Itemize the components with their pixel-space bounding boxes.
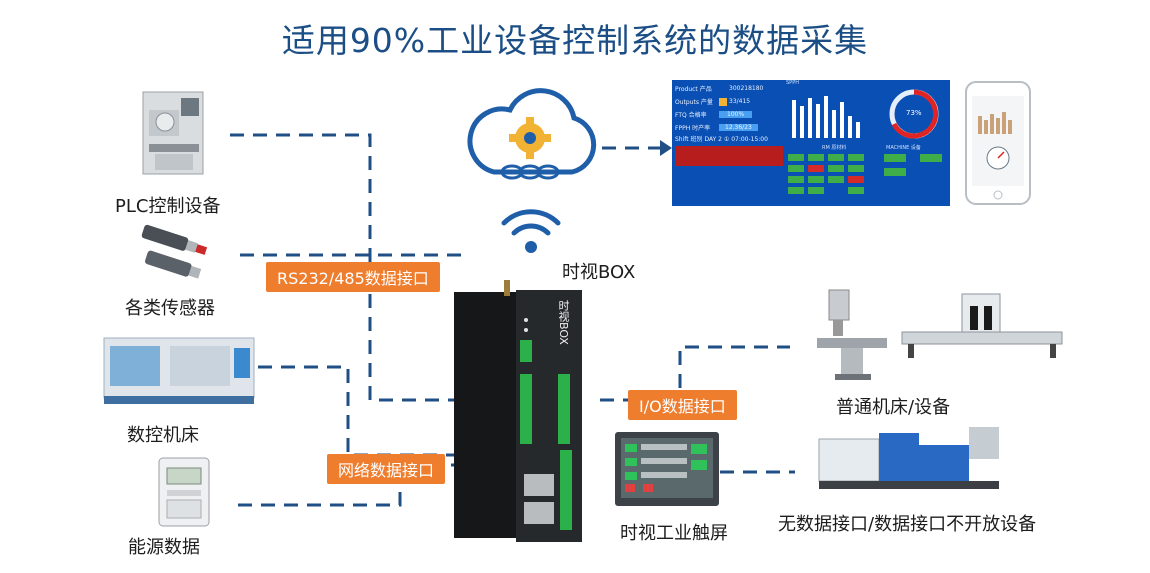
wifi-icon xyxy=(498,205,564,261)
rm-tiles xyxy=(788,154,864,194)
touchscreen-label: 时视工业触屏 xyxy=(620,523,728,544)
dashboard-row-ftq: FTQ 合格率 100% xyxy=(675,108,783,121)
cnc-connection xyxy=(258,365,470,457)
page-title: 适用90%工业设备控制系统的数据采集 xyxy=(281,21,869,60)
energy-label: 能源数据 xyxy=(128,537,200,558)
sensors-label: 各类传感器 xyxy=(125,298,215,319)
io-connection xyxy=(600,345,790,402)
dashboard-panel: Product 产品 300218180 Outputs 产量 33/415 F… xyxy=(672,80,950,206)
plc-label: PLC控制设备 xyxy=(115,196,221,217)
dashboard-shift: Shift 班别 DAY 2 ① 07:00-15:00 xyxy=(675,136,768,143)
gauge-value: 73% xyxy=(906,109,922,117)
machine-tiles xyxy=(884,154,942,176)
mini-bar-chart xyxy=(792,96,860,138)
industrial-touchscreen-device xyxy=(613,430,723,514)
gauge-chart xyxy=(889,89,939,139)
dashboard-row-outputs: Outputs 产量 33/415 xyxy=(675,97,751,106)
spph-header: SPPH xyxy=(786,80,799,86)
io-interface-badge: I/O数据接口 xyxy=(628,390,737,420)
rs-interface-badge: RS232/485数据接口 xyxy=(266,262,440,292)
dashboard-metrics: Product 产品 300218180 Outputs 产量 33/415 F… xyxy=(675,82,783,166)
box-brand-text: 时视BOX xyxy=(557,300,570,345)
energy-meter-icon xyxy=(155,456,215,535)
plc-press-machine-icon xyxy=(135,82,215,186)
dashboard-row-product: Product 产品 300218180 xyxy=(675,85,764,93)
gantry-machine-icon xyxy=(900,290,1065,366)
machine-header: MACHINE 设备 xyxy=(886,145,921,151)
no-interface-label: 无数据接口/数据接口不开放设备 xyxy=(778,514,1037,535)
output-bar xyxy=(719,97,727,106)
mobile-phone-icon xyxy=(964,80,1034,212)
arrow-head xyxy=(660,140,672,156)
injection-molding-machine-icon xyxy=(815,425,1010,499)
box-label: 时视BOX xyxy=(562,262,636,283)
sensors-icon xyxy=(128,222,223,291)
dashboard-row-fpph: FPPH 时产率 12.36/23 xyxy=(675,121,783,134)
shishi-box-device xyxy=(450,280,600,554)
cloud-gear-icon xyxy=(456,80,606,194)
alarm-strip xyxy=(675,146,783,166)
ordinary-machine-label: 普通机床/设备 xyxy=(836,397,951,418)
network-interface-badge: 网络数据接口 xyxy=(327,454,446,484)
cnc-label: 数控机床 xyxy=(127,425,199,446)
cnc-machine-icon xyxy=(100,328,260,412)
plc-connection xyxy=(230,133,470,402)
milling-machine-icon xyxy=(815,282,895,386)
rm-header: RM 原材料 xyxy=(822,145,847,151)
